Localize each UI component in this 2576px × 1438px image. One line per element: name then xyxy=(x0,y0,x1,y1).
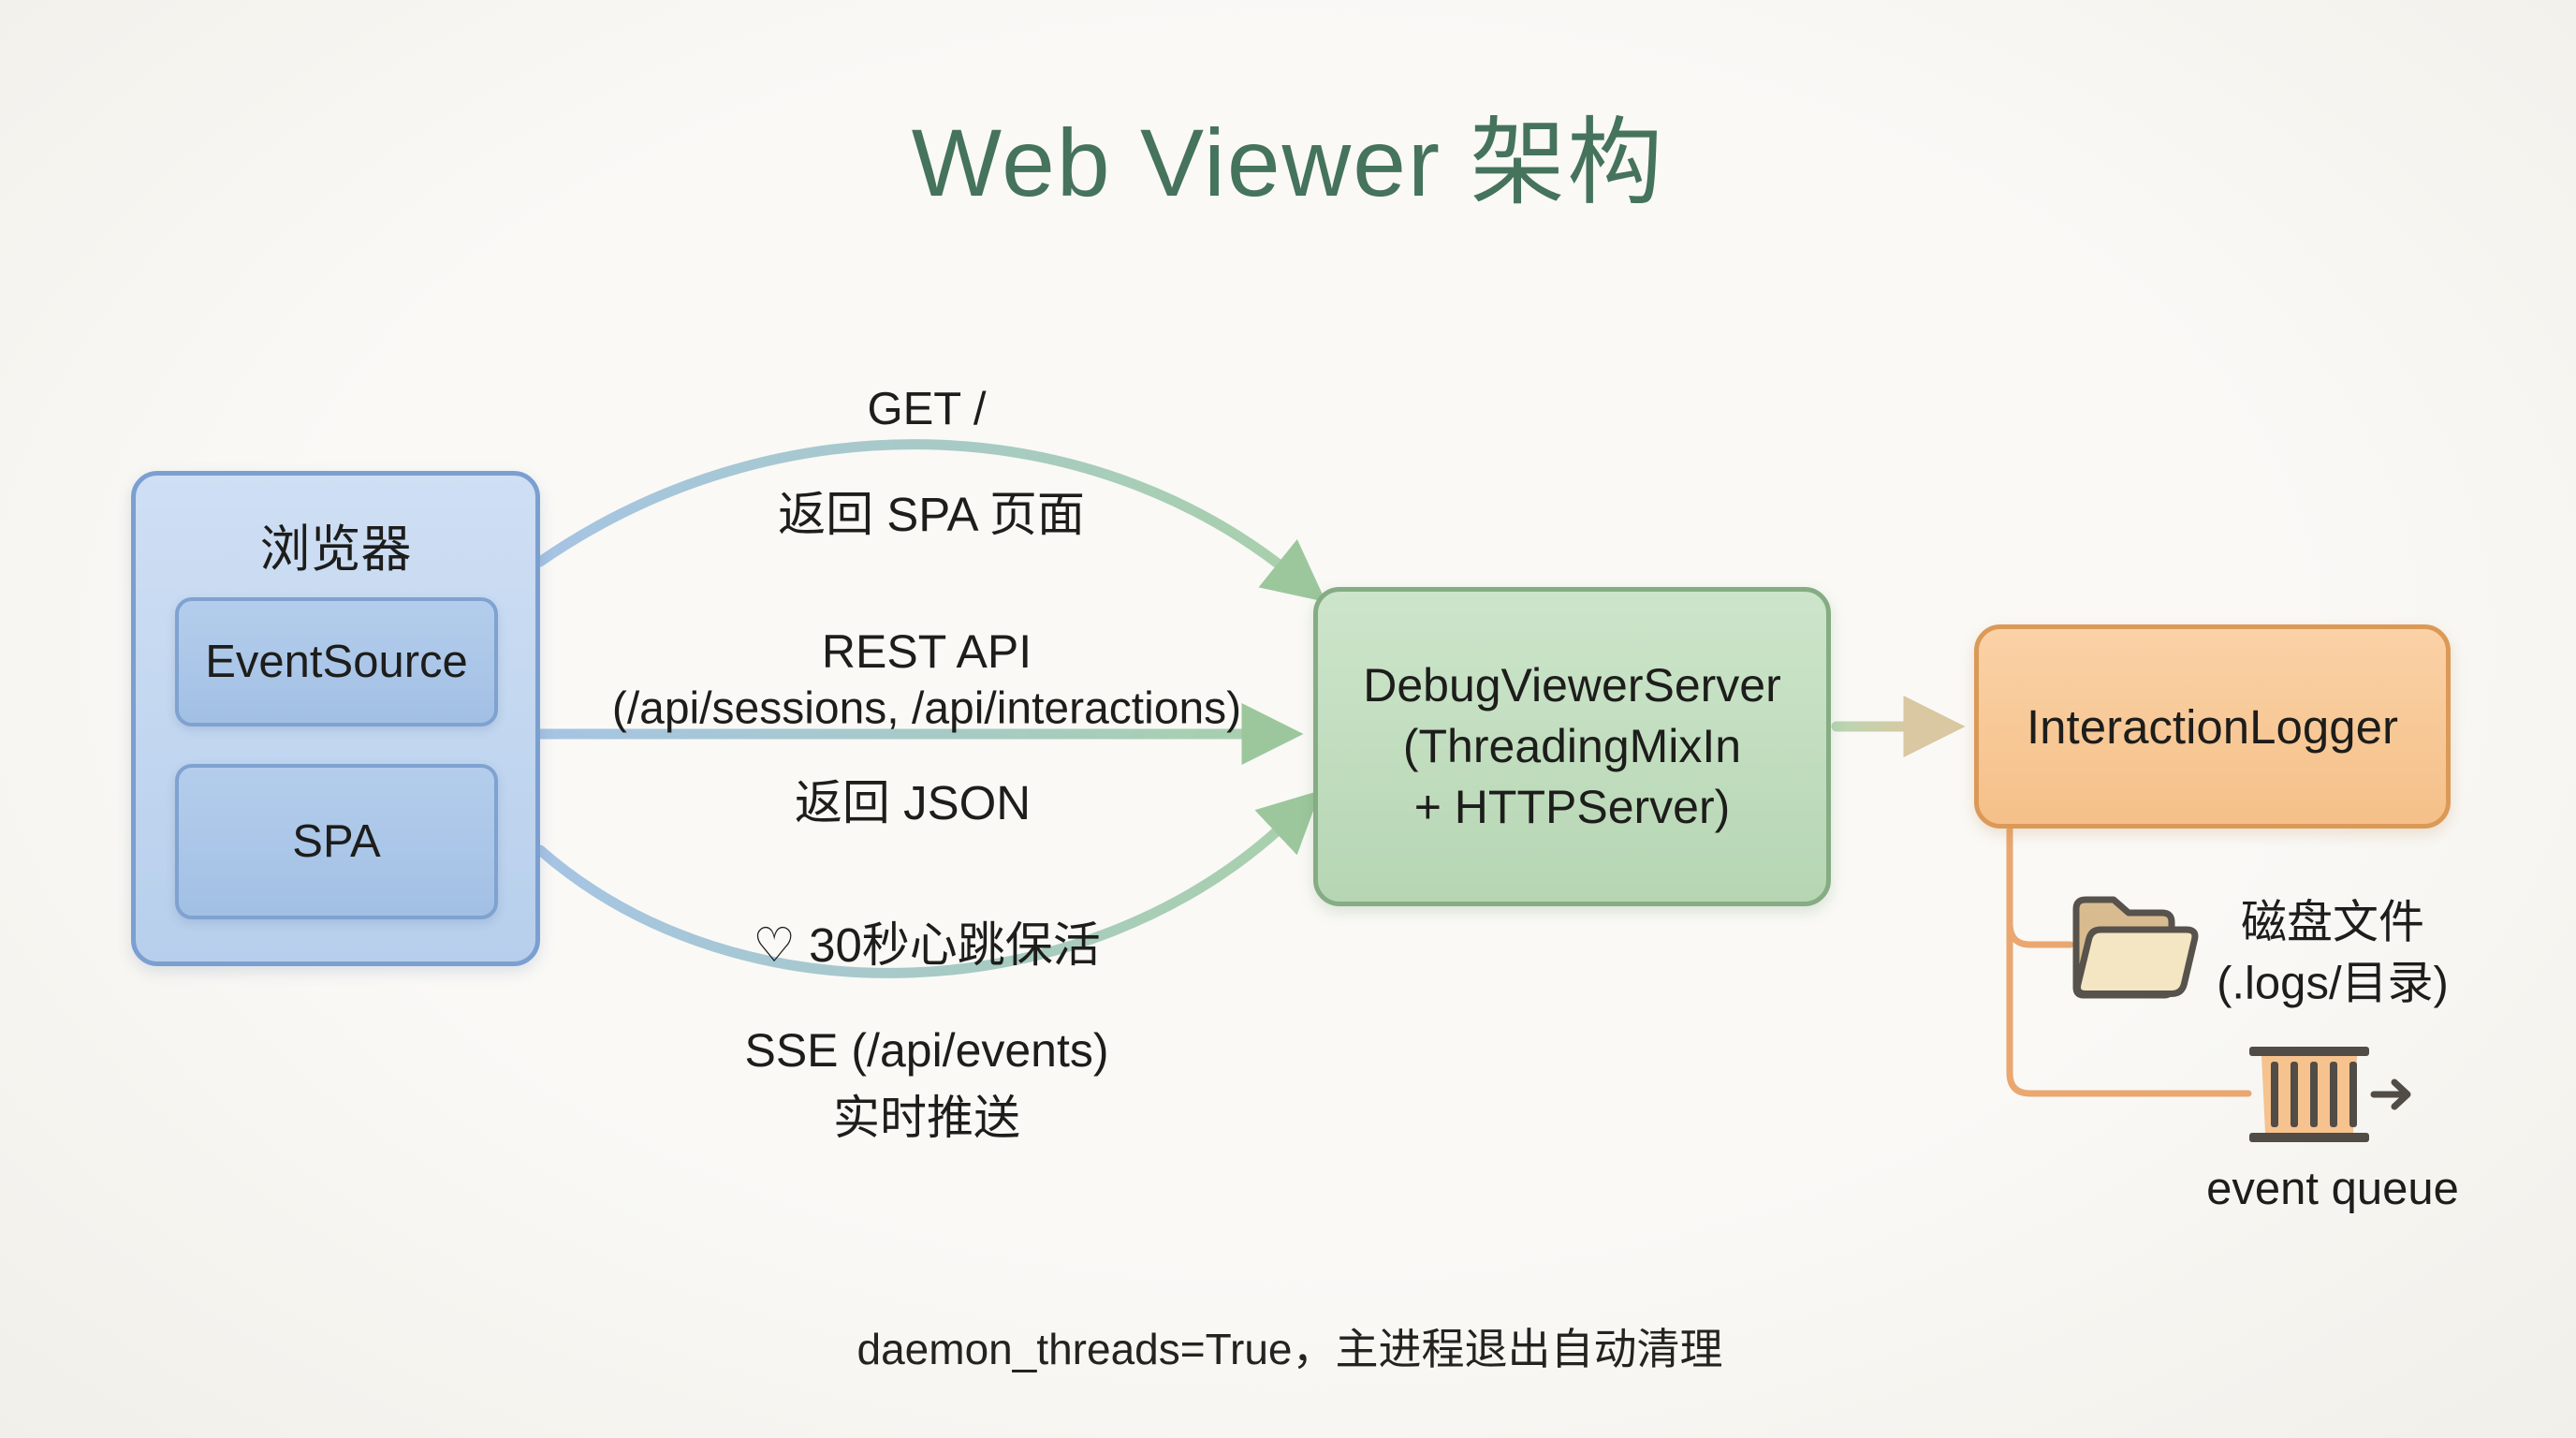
folder-icon xyxy=(2072,896,2199,999)
eventsource-node: EventSource xyxy=(175,597,498,726)
sse-mode-label: 实时推送 xyxy=(833,1092,1020,1144)
spa-node: SPA xyxy=(175,764,498,919)
page-title: Web Viewer 架构 xyxy=(911,110,1665,216)
get-arc-arrow xyxy=(534,439,1326,602)
logger-to-disk-connector xyxy=(2006,919,2074,948)
rest-endpoints-label: (/api/sessions, /api/interactions) xyxy=(611,683,1242,734)
sse-arc-arrow xyxy=(534,790,1322,978)
spa-node-label: SPA xyxy=(292,816,381,867)
sse-heartbeat-label: ♡ 30秒心跳保活 xyxy=(753,918,1101,972)
rest-api-label: REST API xyxy=(821,625,1032,678)
disk-file-label: 磁盘文件 xyxy=(2240,897,2425,948)
eventsource-node-label: EventSource xyxy=(205,637,468,687)
get-request-label: GET / xyxy=(867,384,987,434)
disk-file-path-label: (.logs/目录) xyxy=(2217,958,2449,1009)
server-node-label-line2: (ThreadingMixIn xyxy=(1402,720,1742,772)
logger-node: InteractionLogger xyxy=(1974,624,2451,829)
browser-node: 浏览器 EventSource SPA xyxy=(131,471,540,966)
daemon-threads-footnote: daemon_threads=True，主进程退出自动清理 xyxy=(856,1325,1723,1373)
browser-node-label: 浏览器 xyxy=(259,521,412,578)
event-queue-label: event queue xyxy=(2206,1164,2459,1214)
server-node: DebugViewerServer (ThreadingMixIn + HTTP… xyxy=(1313,587,1831,906)
server-node-label-line1: DebugViewerServer xyxy=(1363,659,1781,712)
logger-node-label: InteractionLogger xyxy=(2027,699,2398,754)
sse-channel-label: SSE (/api/events) xyxy=(744,1024,1109,1077)
logger-to-queue-connector xyxy=(2006,826,2252,1097)
rest-response-label: 返回 JSON xyxy=(794,776,1032,829)
server-node-label-line3: + HTTPServer) xyxy=(1413,781,1731,833)
queue-icon xyxy=(2249,1047,2411,1142)
get-response-label: 返回 SPA 页面 xyxy=(778,488,1085,541)
